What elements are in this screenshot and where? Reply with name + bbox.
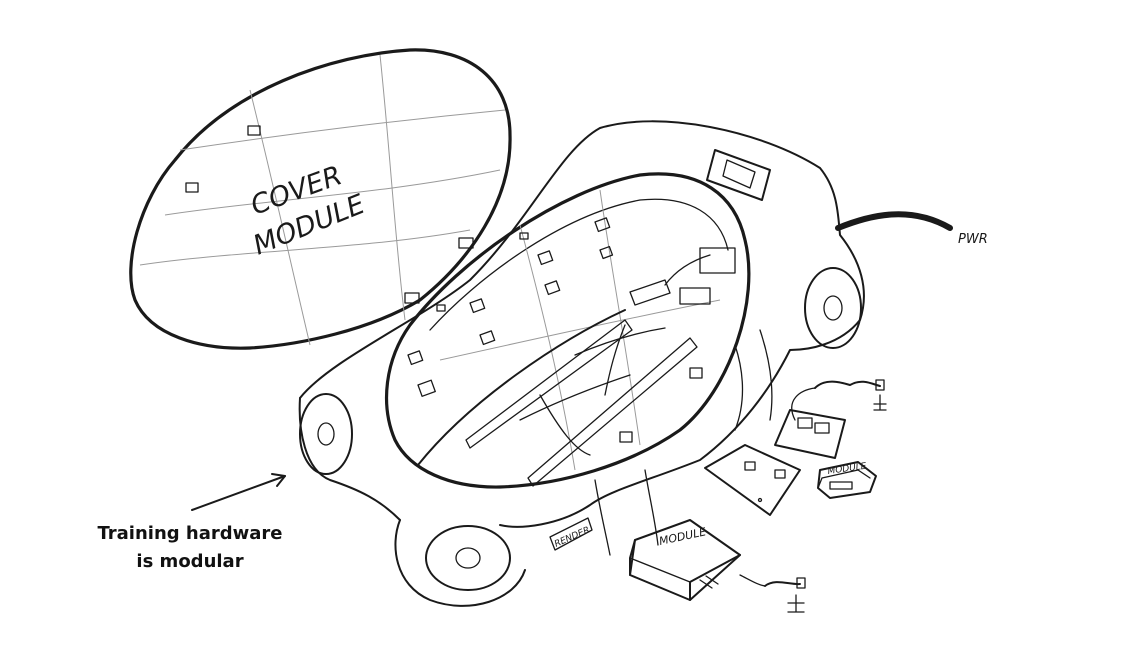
bed-badge-text: RENDER xyxy=(553,525,591,549)
inner-tub xyxy=(385,172,751,489)
cover-clip xyxy=(404,292,420,304)
control-panel-buttons xyxy=(679,287,711,305)
cover-clip xyxy=(185,182,199,193)
left-roller xyxy=(299,393,353,475)
bed-base: RENDER xyxy=(298,120,865,607)
power-cable: PWR xyxy=(835,211,988,247)
bed-badge: RENDER xyxy=(549,517,593,551)
tub-sensor-front xyxy=(619,431,633,443)
caption-line2: is modular xyxy=(136,551,244,572)
cover-clip xyxy=(458,237,474,249)
tub-sensors xyxy=(407,217,703,443)
top-port xyxy=(706,149,771,201)
gauge-box xyxy=(699,247,736,274)
cover-clip xyxy=(247,125,261,136)
module-small: MODULE xyxy=(817,461,877,499)
cover-module: COVER MODULE xyxy=(129,48,512,350)
module-board-coil xyxy=(814,380,881,389)
module-plate xyxy=(704,444,801,516)
caption: Training hardware is modular xyxy=(92,520,288,576)
module-board xyxy=(774,379,887,459)
right-roller xyxy=(804,267,862,349)
caption-line1: Training hardware xyxy=(97,523,283,544)
module-box-coil xyxy=(764,581,801,587)
caption-arrow xyxy=(191,473,286,511)
bottom-roller xyxy=(425,525,511,591)
control-panel xyxy=(629,279,671,306)
power-label: PWR xyxy=(958,232,988,247)
module-small-label: MODULE xyxy=(827,462,867,477)
